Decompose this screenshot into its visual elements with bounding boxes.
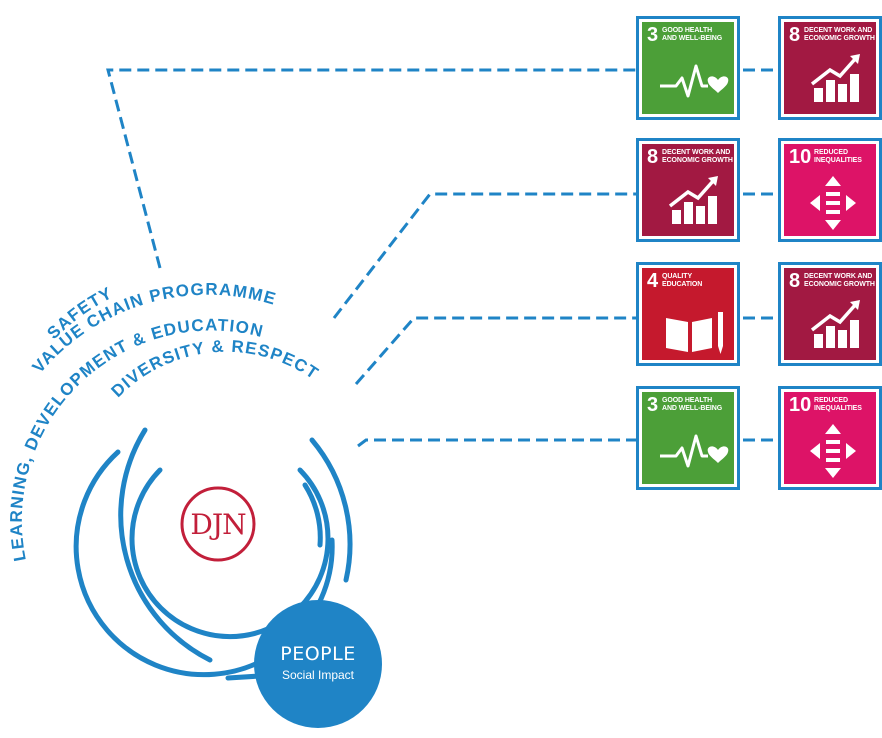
people-hub-circle (254, 600, 382, 728)
orbit-ring-outer (118, 427, 213, 663)
sdg-goal-title: DECENT WORK AND ECONOMIC GROWTH (804, 27, 875, 42)
heartbeat-icon (660, 64, 729, 98)
orbit-ring-inner (129, 467, 331, 640)
sdg-goal-title: QUALITY EDUCATION (662, 273, 703, 288)
book-pencil-icon (666, 312, 723, 354)
hub-title: PEOPLE (280, 643, 356, 665)
sdg-goal-number: 3 (647, 24, 659, 46)
djn-logo: DJN (190, 508, 246, 541)
growth-chart-icon (810, 300, 860, 348)
connector-diversity (357, 438, 636, 448)
orbit-ring-inner-right (302, 482, 323, 548)
sdg-goal-title: DECENT WORK AND ECONOMIC GROWTH (804, 273, 875, 288)
logo-ring (180, 486, 256, 562)
connector-learning (354, 316, 636, 385)
sdg-goal-number: 8 (789, 270, 801, 292)
orbit-ring-tail (225, 673, 263, 681)
orbit-ring-outer-right (309, 437, 353, 583)
sdg-goal-title: DECENT WORK AND ECONOMIC GROWTH (662, 149, 733, 164)
sdg-goal-number: 4 (647, 270, 659, 292)
sdg-goal-number: 8 (647, 146, 659, 168)
sdg-goal-number: 10 (789, 146, 812, 168)
heartbeat-icon (660, 434, 729, 468)
connector-lines (106, 68, 778, 448)
sdg-goal-title: REDUCED INEQUALITIES (814, 149, 862, 164)
sdg-goal-title: REDUCED INEQUALITIES (814, 397, 862, 412)
hub-subtitle: Social Impact (281, 668, 355, 682)
growth-chart-icon (668, 176, 718, 224)
connector-safety (106, 68, 636, 269)
sdg-goal-number: 3 (647, 394, 659, 416)
connector-value-chain (332, 192, 636, 319)
growth-chart-icon (810, 54, 860, 102)
sdg-goal-number: 8 (789, 24, 801, 46)
sdg-goal-title: GOOD HEALTH AND WELL-BEING (662, 397, 723, 412)
sdg-goal-title: GOOD HEALTH AND WELL-BEING (662, 27, 723, 42)
equality-arrows-icon (810, 176, 856, 230)
sdg-goal-number: 10 (789, 394, 812, 416)
equality-arrows-icon (810, 424, 856, 478)
